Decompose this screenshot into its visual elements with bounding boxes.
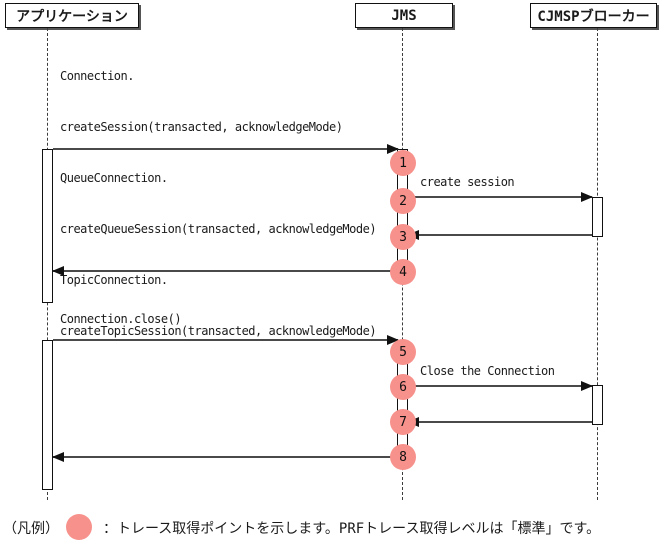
arrow-jms-to-app-return-1 <box>52 266 398 276</box>
call-line-5: TopicConnection. <box>60 273 168 287</box>
session-create-call-text: Connection. createSession(transacted, ac… <box>60 34 377 374</box>
trace-point-7: 7 <box>390 409 416 435</box>
legend-description: ：トレース取得ポイントを示します。PRFトレース取得レベルは「標準」です。 <box>103 521 601 537</box>
actor-box-jms: JMS <box>355 3 453 28</box>
legend-trace-point-icon <box>66 514 92 540</box>
call-line-4: createQueueSession(transacted, acknowled… <box>60 222 377 236</box>
trace-point-3: 3 <box>390 224 416 250</box>
activation-broker-1 <box>592 197 603 237</box>
call-line-2: createSession(transacted, acknowledgeMod… <box>60 120 343 134</box>
arrow-jms-to-broker-close <box>408 381 593 391</box>
trace-point-4: 4 <box>390 259 416 285</box>
trace-point-1: 1 <box>390 150 416 176</box>
arrow-broker-to-jms-return-1 <box>407 230 592 240</box>
actor-label-cjmsp-broker: CJMSPブローカー <box>537 8 650 25</box>
actor-box-cjmsp-broker: CJMSPブローカー <box>530 3 657 28</box>
arrow-jms-to-broker-create-session <box>408 192 593 202</box>
call-line-1: Connection. <box>60 69 134 83</box>
activation-broker-2 <box>592 385 603 425</box>
label-close-the-connection: Close the Connection <box>420 364 555 378</box>
actor-label-jms: JMS <box>391 7 417 24</box>
legend-label: （凡例） <box>3 521 59 537</box>
call-line-3: QueueConnection. <box>60 171 168 185</box>
trace-point-8: 8 <box>390 444 416 470</box>
trace-point-5: 5 <box>390 339 416 365</box>
arrow-app-to-jms-create-session <box>53 144 399 154</box>
actor-label-application: アプリケーション <box>16 8 128 25</box>
trace-point-6: 6 <box>390 374 416 400</box>
activation-application-2 <box>42 340 53 490</box>
arrow-app-to-jms-close <box>53 335 399 345</box>
lifeline-cjmsp-broker <box>597 28 598 500</box>
activation-application-1 <box>42 149 53 303</box>
arrow-jms-to-app-return-2 <box>52 452 398 462</box>
arrow-broker-to-jms-return-2 <box>407 417 592 427</box>
label-connection-close: Connection.close() <box>60 312 182 326</box>
label-create-session: create session <box>420 175 515 189</box>
actor-box-application: アプリケーション <box>5 3 139 28</box>
call-line-6: createTopicSession(transacted, acknowled… <box>60 324 377 338</box>
trace-point-2: 2 <box>390 188 416 214</box>
